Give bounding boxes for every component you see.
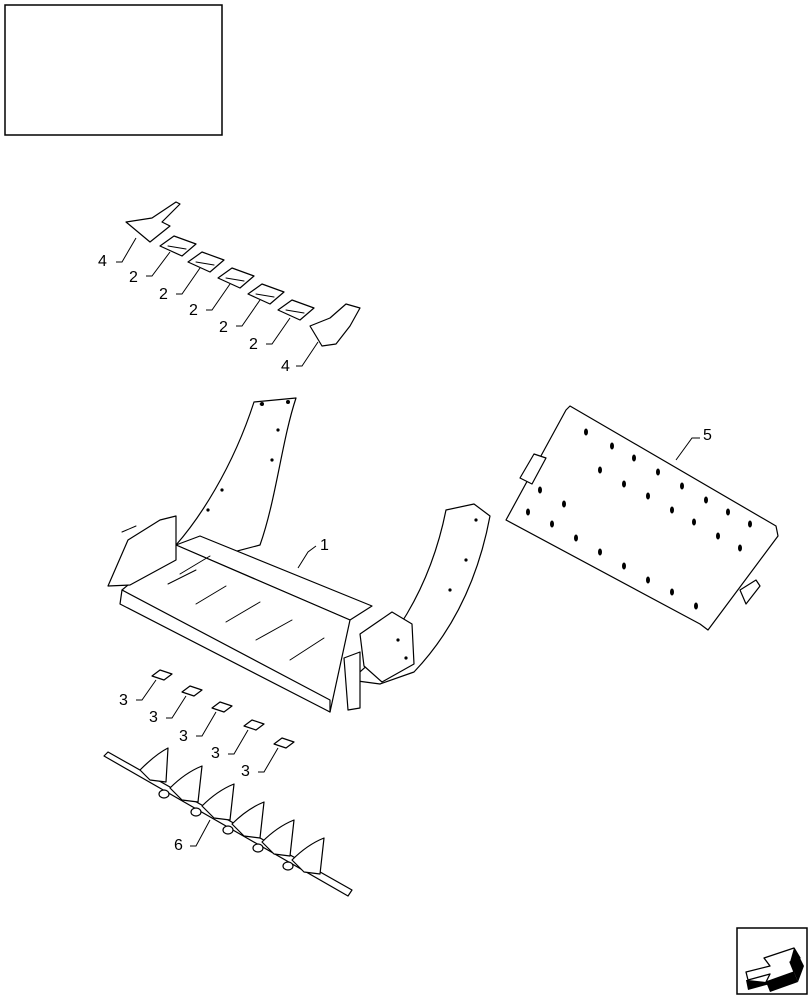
- callout-3-fifth: 3: [241, 763, 250, 780]
- callout-3-first: 3: [119, 692, 128, 709]
- next-page-arrow-icon[interactable]: [736, 927, 808, 995]
- callout-6: 6: [174, 837, 183, 854]
- title-block-frame: [4, 4, 223, 136]
- callout-3-second: 3: [149, 709, 158, 726]
- callout-5: 5: [703, 427, 712, 444]
- floor-slots: [167, 555, 325, 661]
- part-3-clips: [151, 669, 295, 749]
- part-2-pads: [159, 235, 315, 321]
- callout-2-fifth: 2: [249, 336, 258, 353]
- shaft-blades: [139, 747, 325, 875]
- part-4-right-plate: [309, 303, 361, 347]
- callout-1: 1: [320, 537, 329, 554]
- callout-3-third: 3: [179, 728, 188, 745]
- callout-4-right: 4: [281, 358, 290, 375]
- callout-2-third: 2: [189, 302, 198, 319]
- callout-3-fourth: 3: [211, 745, 220, 762]
- part-5-perforated-plate: [505, 405, 779, 631]
- callout-4-left: 4: [98, 253, 107, 270]
- shaft-hubs: [158, 789, 294, 871]
- callout-2-first: 2: [129, 269, 138, 286]
- part-1-housing: [107, 397, 491, 713]
- part-4-left-plate: [125, 201, 181, 243]
- perforation-holes: [526, 428, 752, 610]
- callout-leaders: [116, 237, 700, 847]
- callout-labels: 4 2 2 2 2 2 4 1 5 3 3 3 3 3 6: [98, 253, 712, 854]
- part-6-shaft-assembly: [103, 747, 353, 897]
- callout-2-second: 2: [159, 286, 168, 303]
- callout-2-fourth: 2: [219, 319, 228, 336]
